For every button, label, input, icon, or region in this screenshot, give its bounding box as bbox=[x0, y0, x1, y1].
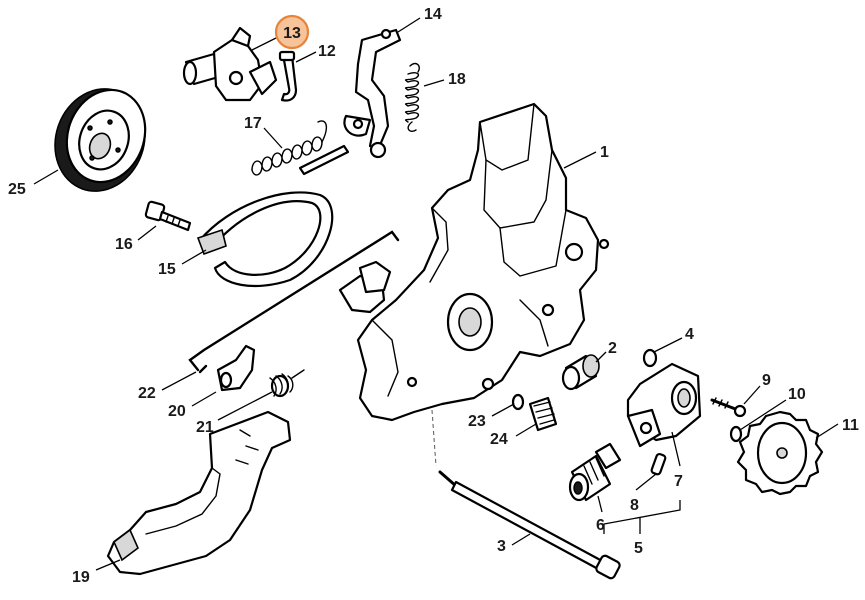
part-24-filter[interactable] bbox=[528, 396, 558, 432]
part-8-pin[interactable] bbox=[650, 452, 667, 476]
callout-13: 13 bbox=[283, 25, 301, 42]
part-17-spring[interactable] bbox=[251, 120, 350, 176]
part-19-cover[interactable] bbox=[106, 410, 292, 576]
callout-19: 19 bbox=[72, 569, 90, 586]
part-9-screw[interactable] bbox=[710, 397, 747, 418]
part-1-crankcase[interactable] bbox=[338, 102, 610, 422]
part-4-o-ring[interactable] bbox=[642, 348, 658, 368]
callout-5: 5 bbox=[634, 540, 643, 557]
part-3-long-bolt[interactable] bbox=[431, 409, 621, 580]
callout-14: 14 bbox=[424, 6, 442, 23]
callout-22: 22 bbox=[138, 385, 156, 402]
callout-11: 11 bbox=[842, 417, 859, 434]
part-14-lever[interactable] bbox=[343, 28, 402, 159]
part-15-brake-band[interactable] bbox=[196, 191, 334, 288]
callout-13-highlight bbox=[274, 14, 310, 50]
callout-9: 9 bbox=[762, 372, 771, 389]
callout-20: 20 bbox=[168, 403, 186, 420]
callout-1: 1 bbox=[600, 144, 609, 161]
part-21-spring[interactable] bbox=[269, 369, 305, 398]
callout-layer: 1 2 3 4 5 6 7 8 9 10 11 12 bbox=[8, 6, 859, 586]
part-18-spring[interactable] bbox=[404, 62, 420, 132]
part-20-small-lever[interactable] bbox=[216, 344, 256, 392]
callout-25: 25 bbox=[8, 181, 26, 198]
callout-6: 6 bbox=[596, 517, 605, 534]
part-25-clutch-drum[interactable] bbox=[41, 76, 159, 204]
callout-8: 8 bbox=[630, 497, 639, 514]
part-7-pump-housing[interactable] bbox=[626, 362, 702, 448]
part-12-clip[interactable] bbox=[278, 50, 298, 102]
part-13-lever-assembly[interactable] bbox=[182, 26, 278, 102]
part-11-sprocket[interactable] bbox=[736, 410, 824, 496]
callout-7: 7 bbox=[674, 473, 683, 490]
part-22-rod[interactable] bbox=[188, 230, 400, 374]
callout-24: 24 bbox=[490, 431, 508, 448]
part-6-worm[interactable] bbox=[568, 442, 622, 502]
callout-23: 23 bbox=[468, 413, 486, 430]
part-16-bolt[interactable] bbox=[144, 200, 192, 232]
callout-17: 17 bbox=[244, 115, 262, 132]
callout-15: 15 bbox=[158, 261, 176, 278]
part-2-bushing[interactable] bbox=[561, 354, 600, 391]
callout-21: 21 bbox=[196, 419, 214, 436]
callout-16: 16 bbox=[115, 236, 133, 253]
callout-4: 4 bbox=[685, 326, 694, 343]
callout-3: 3 bbox=[497, 538, 506, 555]
callout-2: 2 bbox=[608, 340, 617, 357]
part-23-o-ring[interactable] bbox=[511, 393, 525, 411]
part-10-washer[interactable] bbox=[729, 425, 743, 443]
callout-18: 18 bbox=[448, 71, 466, 88]
callout-10: 10 bbox=[788, 386, 806, 403]
callout-12: 12 bbox=[318, 43, 336, 60]
